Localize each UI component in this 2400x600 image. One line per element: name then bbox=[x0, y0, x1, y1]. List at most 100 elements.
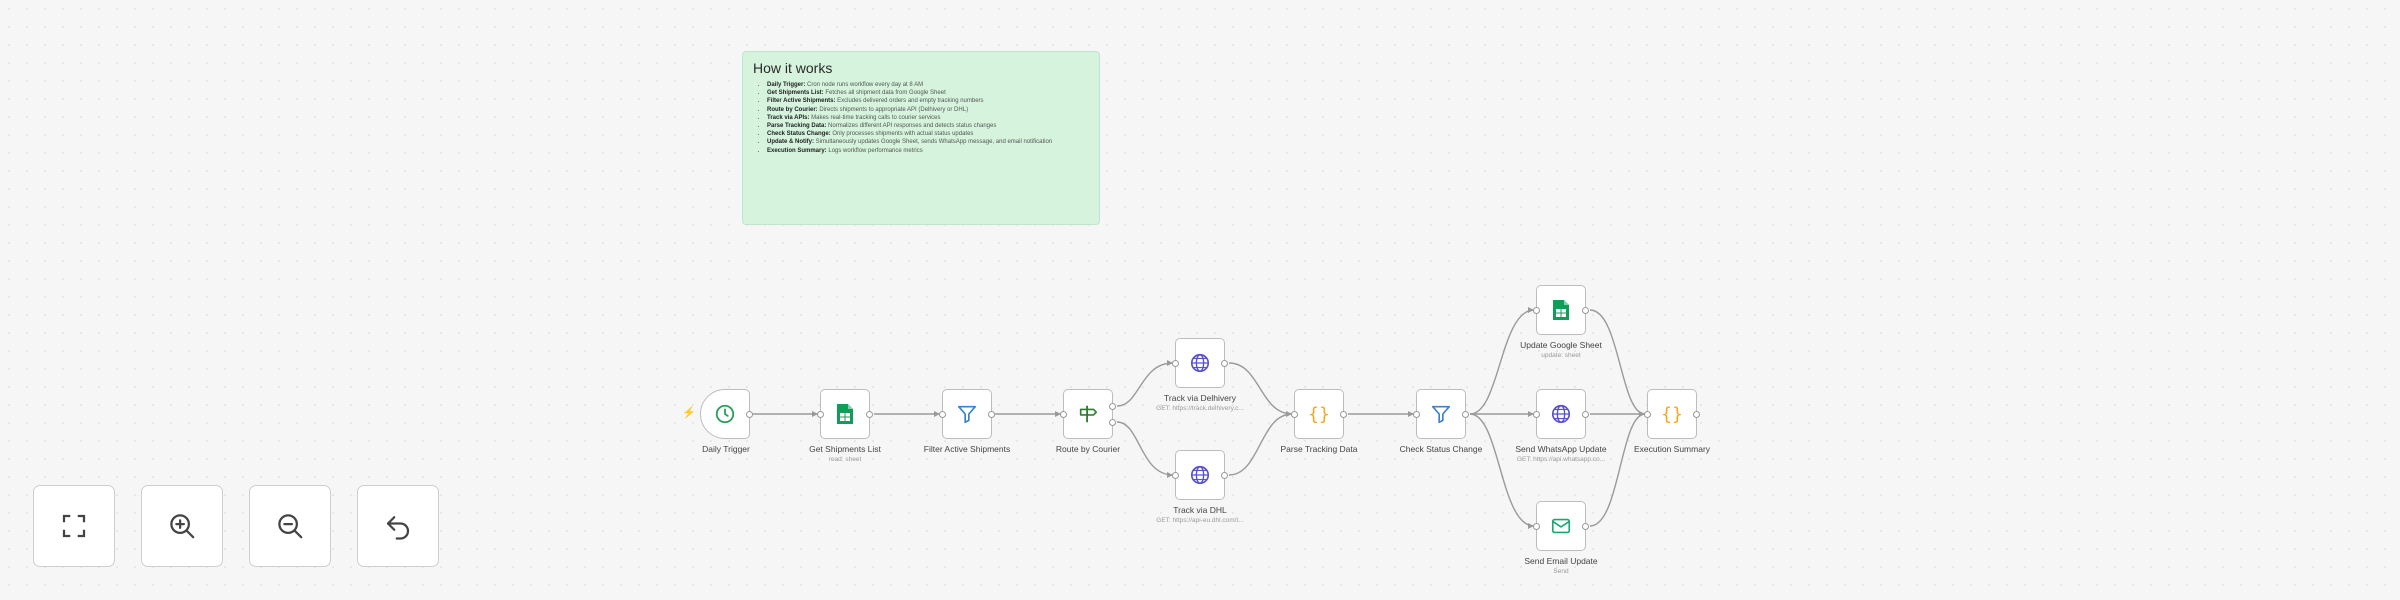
input-handle[interactable] bbox=[1533, 307, 1540, 314]
output-handle[interactable] bbox=[1582, 307, 1589, 314]
node-label: Execution Summary bbox=[1633, 444, 1711, 454]
node-label: Track via DHL bbox=[1173, 505, 1227, 515]
node-track-dhl[interactable] bbox=[1172, 450, 1228, 500]
input-handle[interactable] bbox=[1060, 411, 1067, 418]
arrowhead bbox=[934, 411, 940, 417]
arrowhead bbox=[1055, 411, 1061, 417]
output-handle[interactable] bbox=[1340, 411, 1347, 418]
arrowhead bbox=[1286, 411, 1292, 417]
node-parse-tracking[interactable]: {} bbox=[1291, 389, 1347, 439]
connection-line bbox=[1589, 309, 1646, 415]
input-handle[interactable] bbox=[1413, 411, 1420, 418]
code-braces-icon: {} bbox=[1661, 404, 1683, 425]
node-route-courier[interactable] bbox=[1060, 389, 1116, 439]
node-track-delhivery[interactable] bbox=[1172, 338, 1228, 388]
node-label: Check Status Change bbox=[1399, 444, 1483, 454]
node-get-shipments[interactable] bbox=[817, 389, 873, 439]
svg-text:{}: {} bbox=[1308, 404, 1330, 425]
globe-icon bbox=[1551, 404, 1571, 424]
note-item: Check Status Change: Only processes ship… bbox=[767, 130, 1089, 138]
node-check-status[interactable] bbox=[1413, 389, 1469, 439]
output-handle[interactable] bbox=[1221, 472, 1228, 479]
node-subtitle: read: sheet bbox=[828, 456, 862, 463]
node-label: Track via Delhivery bbox=[1164, 393, 1236, 403]
input-handle[interactable] bbox=[1533, 411, 1540, 418]
node-label: Daily Trigger bbox=[702, 444, 750, 454]
note-item: Filter Active Shipments: Excludes delive… bbox=[767, 97, 1089, 105]
connection-line bbox=[1589, 413, 1646, 527]
connection-line bbox=[1116, 421, 1174, 476]
zoom-out-icon bbox=[278, 514, 303, 539]
node-label: Route by Courier bbox=[1055, 444, 1121, 454]
undo-icon bbox=[386, 516, 410, 540]
input-handle[interactable] bbox=[1533, 523, 1540, 530]
node-update-sheet[interactable] bbox=[1533, 285, 1589, 335]
sticky-note[interactable]: How it works Daily Trigger: Cron node ru… bbox=[742, 51, 1100, 225]
globe-icon bbox=[1190, 353, 1210, 373]
node-execution-summary[interactable]: {} bbox=[1644, 389, 1700, 439]
output-handle[interactable] bbox=[1693, 411, 1700, 418]
mail-icon bbox=[1551, 518, 1571, 534]
input-handle[interactable] bbox=[1291, 411, 1298, 418]
output-handle[interactable] bbox=[1221, 360, 1228, 367]
input-handle[interactable] bbox=[1172, 360, 1179, 367]
node-subtitle: GET: https://api.whatsapp.co... bbox=[1516, 456, 1606, 463]
fit-view-button[interactable] bbox=[33, 485, 115, 567]
connection-line bbox=[1469, 413, 1535, 527]
clock-icon bbox=[715, 404, 735, 424]
zoom-in-button[interactable] bbox=[141, 485, 223, 567]
input-handle[interactable] bbox=[817, 411, 824, 418]
zoom-in-icon bbox=[170, 514, 195, 539]
node-send-email[interactable] bbox=[1533, 501, 1589, 551]
node-filter-active[interactable] bbox=[939, 389, 995, 439]
reset-zoom-button[interactable] bbox=[357, 485, 439, 567]
note-item: Track via APIs: Makes real-time tracking… bbox=[767, 114, 1089, 122]
code-braces-icon: {} bbox=[1308, 404, 1330, 425]
google-sheets-icon bbox=[837, 404, 853, 424]
node-send-whatsapp[interactable] bbox=[1533, 389, 1589, 439]
output-handle[interactable] bbox=[866, 411, 873, 418]
filter-icon bbox=[957, 405, 977, 424]
arrowhead bbox=[1408, 411, 1414, 417]
arrowhead bbox=[812, 411, 818, 417]
input-handle[interactable] bbox=[1644, 411, 1651, 418]
note-item: Update & Notify: Simultaneously updates … bbox=[767, 138, 1089, 146]
output-handle[interactable] bbox=[1109, 403, 1116, 410]
output-handle[interactable] bbox=[1462, 411, 1469, 418]
arrowhead bbox=[1528, 411, 1534, 417]
output-handle[interactable] bbox=[988, 411, 995, 418]
node-daily-trigger[interactable] bbox=[700, 389, 753, 439]
output-handle[interactable] bbox=[1582, 411, 1589, 418]
globe-icon bbox=[1190, 465, 1210, 485]
connection-line bbox=[1228, 362, 1293, 415]
signpost-icon bbox=[1079, 405, 1098, 423]
note-item: Execution Summary: Logs workflow perform… bbox=[767, 147, 1089, 155]
node-label: Send Email Update bbox=[1524, 556, 1598, 566]
trigger-bolt-icon: ⚡ bbox=[682, 407, 696, 419]
node-subtitle: Send bbox=[1553, 568, 1569, 575]
node-subtitle: update: sheet bbox=[1541, 352, 1581, 359]
node-subtitle: GET: https://track.delhivery.c... bbox=[1156, 405, 1244, 412]
fit-view-icon bbox=[62, 514, 86, 538]
output-handle[interactable] bbox=[746, 411, 753, 418]
arrowhead bbox=[1639, 411, 1645, 417]
output-handle[interactable] bbox=[1582, 523, 1589, 530]
google-sheets-icon bbox=[1553, 300, 1569, 320]
output-handle[interactable] bbox=[1109, 419, 1116, 426]
zoom-out-button[interactable] bbox=[249, 485, 331, 567]
filter-icon bbox=[1431, 405, 1451, 424]
input-handle[interactable] bbox=[939, 411, 946, 418]
note-title: How it works bbox=[753, 60, 833, 76]
note-item: Get Shipments List: Fetches all shipment… bbox=[767, 89, 1089, 97]
connection-line bbox=[1469, 309, 1535, 415]
arrowhead bbox=[1167, 472, 1173, 478]
connection-line bbox=[1116, 362, 1174, 407]
arrowhead bbox=[1167, 360, 1173, 366]
input-handle[interactable] bbox=[1172, 472, 1179, 479]
connection-line bbox=[1228, 413, 1293, 476]
node-label: Filter Active Shipments bbox=[923, 444, 1011, 454]
node-label: Parse Tracking Data bbox=[1280, 444, 1358, 454]
note-item: Route by Courier: Directs shipments to a… bbox=[767, 106, 1089, 114]
note-list: Daily Trigger: Cron node runs workflow e… bbox=[753, 81, 1089, 155]
